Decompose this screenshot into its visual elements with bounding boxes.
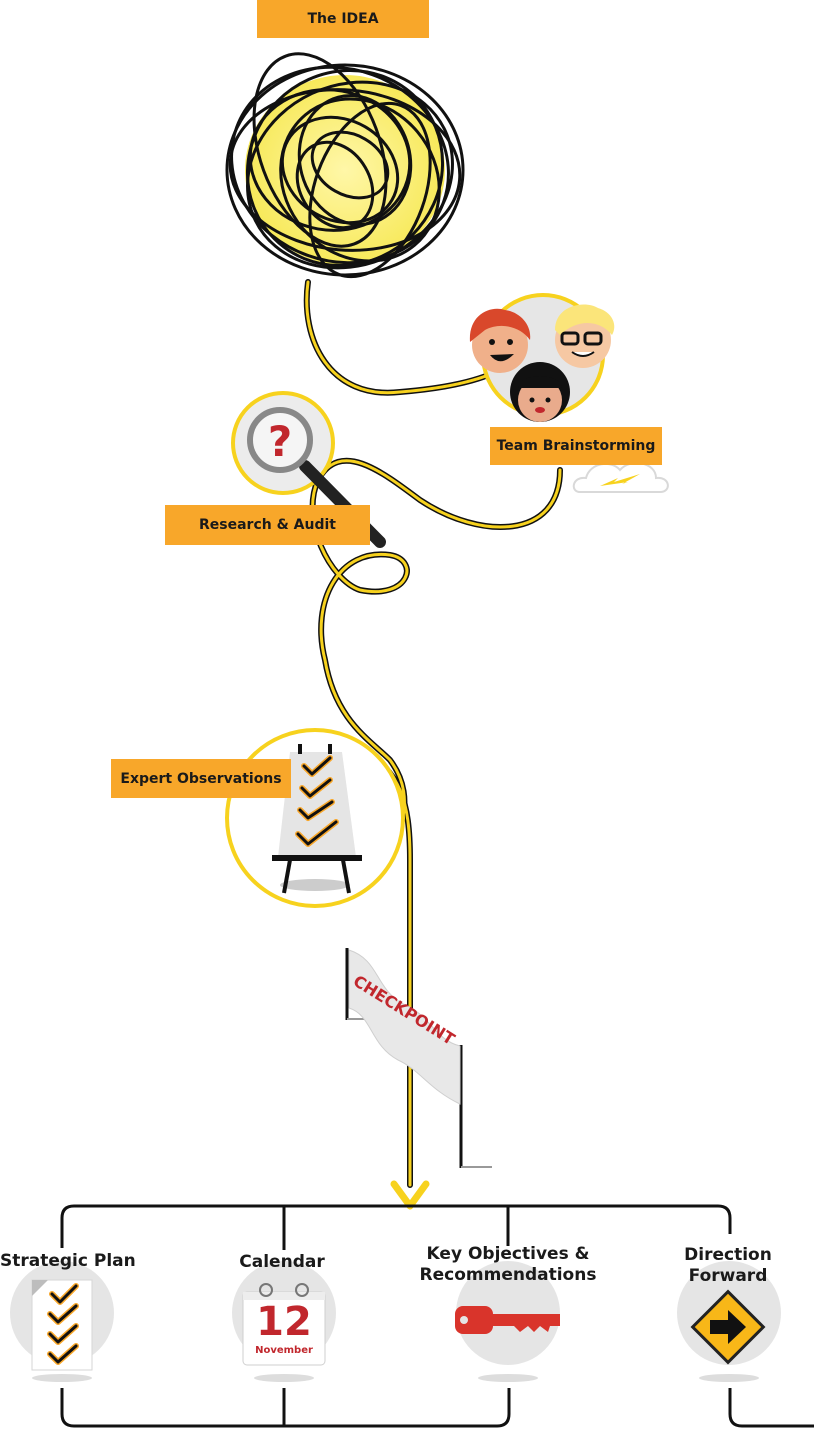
calendar-label: Calendar bbox=[220, 1252, 344, 1273]
calendar-day: 12 bbox=[256, 1299, 312, 1345]
research-audit-label: Research & Audit bbox=[165, 505, 370, 545]
key-icon bbox=[455, 1261, 560, 1382]
strategic-plan-label: Strategic Plan bbox=[0, 1251, 136, 1272]
direction-forward-line1: Direction bbox=[684, 1245, 772, 1265]
output-connector bbox=[60, 1204, 814, 1428]
key-objectives-label: Key Objectives & Recommendations bbox=[410, 1244, 606, 1286]
team-avatars-icon bbox=[469, 293, 615, 422]
scribble-ball-icon bbox=[225, 52, 465, 279]
idea-label: The IDEA bbox=[257, 0, 429, 38]
checkpoint-banner bbox=[345, 948, 492, 1168]
key-objectives-line2: Recommendations bbox=[419, 1265, 597, 1285]
arrow-sign-icon bbox=[677, 1261, 781, 1382]
direction-forward-line2: Forward bbox=[688, 1266, 768, 1286]
team-brainstorming-label: Team Brainstorming bbox=[490, 427, 662, 465]
calendar-month: November bbox=[255, 1345, 313, 1356]
direction-forward-label: Direction Forward bbox=[672, 1245, 784, 1287]
flipchart-icon bbox=[225, 728, 405, 908]
svg-text:?: ? bbox=[268, 417, 292, 466]
strategic-plan-text: Strategic Plan bbox=[0, 1251, 136, 1271]
cloud-lightning-icon bbox=[572, 462, 669, 493]
calendar-icon bbox=[232, 1261, 336, 1382]
checklist-icon bbox=[10, 1261, 114, 1382]
calendar-text: Calendar bbox=[239, 1252, 325, 1272]
expert-observations-label: Expert Observations bbox=[111, 759, 291, 798]
key-objectives-line1: Key Objectives & bbox=[426, 1244, 590, 1264]
